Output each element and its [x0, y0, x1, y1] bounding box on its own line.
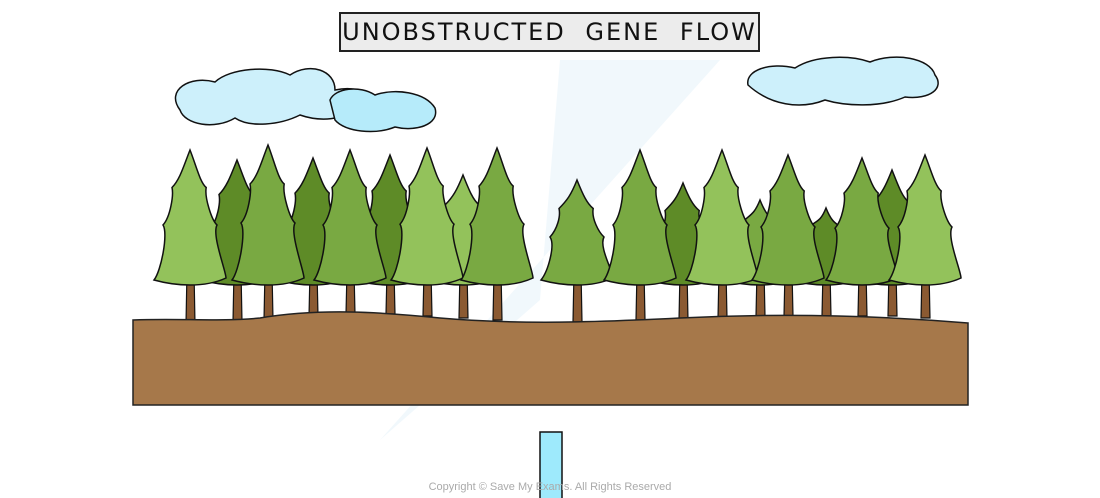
- tree: [312, 147, 387, 315]
- waterfall-strip: [539, 431, 563, 498]
- cloud-middle: [329, 88, 437, 133]
- copyright-text: Copyright © Save My Exams. All Rights Re…: [428, 481, 672, 493]
- tree-foliage: [459, 145, 534, 286]
- tree: [750, 152, 825, 317]
- tree: [539, 177, 614, 323]
- tree-foliage: [230, 142, 305, 286]
- title-box: UNOBSTRUCTED GENE FLOW: [339, 12, 760, 52]
- tree-foliage: [602, 147, 677, 286]
- tree-foliage: [750, 152, 825, 286]
- tree-foliage: [684, 147, 759, 286]
- tree: [824, 155, 899, 317]
- tree-foliage: [152, 147, 227, 286]
- cloud-right: [747, 56, 939, 106]
- tree: [459, 145, 534, 321]
- ground: [132, 311, 969, 406]
- forest: [152, 142, 962, 325]
- tree: [887, 152, 962, 319]
- tree: [230, 142, 305, 321]
- tree: [389, 145, 464, 317]
- tree-foliage: [389, 145, 464, 286]
- tree-foliage: [887, 152, 962, 286]
- tree-foliage: [312, 147, 387, 286]
- tree: [684, 147, 759, 319]
- tree-foliage: [539, 177, 614, 286]
- tree: [152, 147, 227, 325]
- tree-foliage: [824, 155, 899, 286]
